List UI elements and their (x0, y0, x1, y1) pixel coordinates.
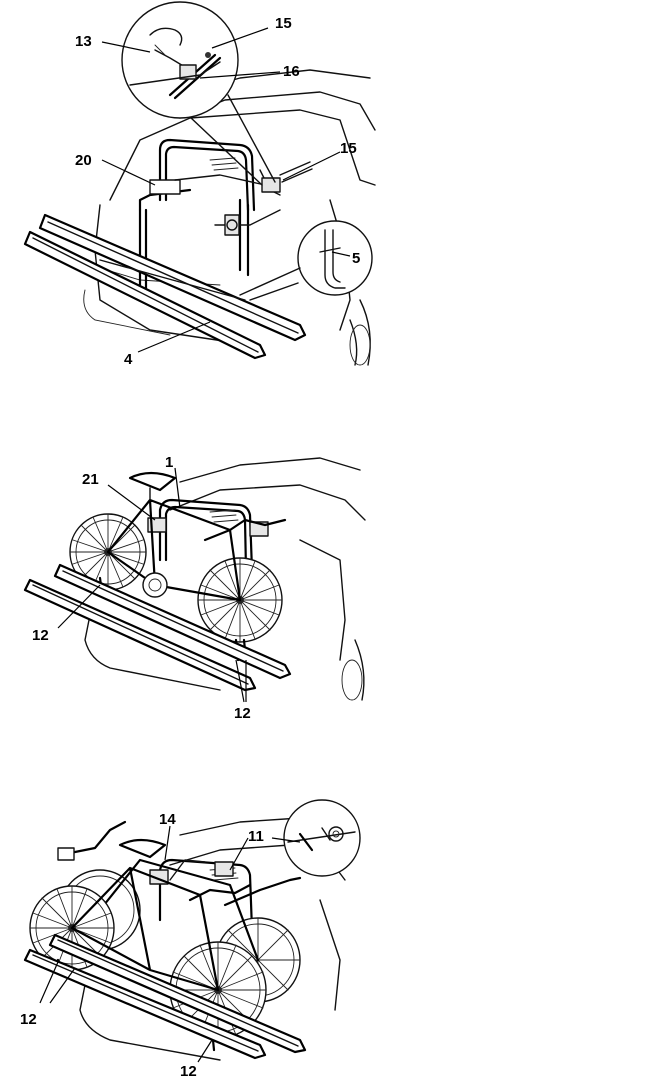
callout-16: 16 (283, 63, 300, 80)
detail-leader-cone-2 (239, 267, 301, 301)
callout-20: 20 (75, 152, 92, 169)
wheel-rails-2 (23, 563, 292, 692)
callout-15b: 15 (340, 140, 357, 157)
car-body-2 (84, 457, 366, 701)
leader-4 (137, 321, 211, 353)
detail-circle-clip (297, 220, 373, 296)
callout-13: 13 (75, 33, 92, 50)
callout-15a: 15 (275, 15, 292, 32)
leader-13 (101, 41, 151, 53)
leader-12b (235, 659, 247, 703)
leader-12a (57, 584, 101, 629)
detail-leader-cone-1 (189, 94, 276, 186)
wheel-rails-1 (23, 213, 307, 360)
leader-12b-fig3 (197, 1039, 213, 1063)
leader-16 (199, 71, 281, 79)
figure-3-two-bikes: 14 11 12 12 (20, 799, 361, 1080)
detail-circle-strap-tensioner (283, 799, 361, 877)
detail-circle-strap-buckle (121, 1, 239, 119)
leader-1 (174, 467, 181, 509)
leader-15b (282, 151, 341, 181)
figure-2-single-bike: 1 21 12 12 (23, 454, 366, 722)
leader-15a (211, 27, 269, 49)
callout-5: 5 (352, 250, 360, 267)
callout-1: 1 (165, 454, 173, 471)
strap-1 (279, 161, 313, 183)
rack-frame-1 (138, 138, 281, 292)
leader-12a-fig3 (39, 961, 76, 1004)
leader-21 (107, 484, 156, 521)
callout-12b: 12 (234, 705, 251, 722)
callout-4: 4 (124, 351, 133, 368)
bicycle-2 (69, 471, 287, 662)
callout-14: 14 (159, 811, 176, 828)
figure-1-rack-mounting: 13 15 16 20 15 5 4 (23, 1, 376, 368)
leader-11 (229, 837, 301, 871)
callout-21: 21 (82, 471, 99, 488)
leader-14 (164, 825, 171, 861)
leader-5 (331, 251, 351, 257)
callout-11: 11 (248, 828, 264, 845)
leader-20 (101, 159, 156, 186)
callout-12a-fig3: 12 (20, 1011, 37, 1028)
callout-12b-fig3: 12 (180, 1063, 197, 1080)
callout-12a: 12 (32, 627, 49, 644)
wheel-rails-3 (23, 933, 307, 1060)
